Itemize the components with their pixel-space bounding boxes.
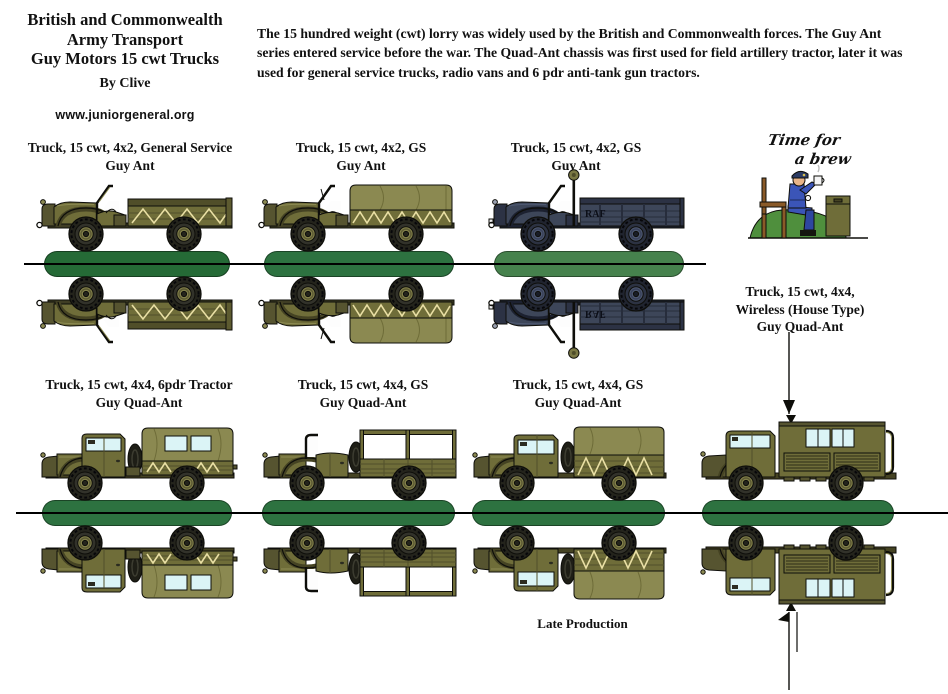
truck-4x2-gs-raf-drawing-mirrored: RAF: [488, 276, 685, 359]
truck-4x2-gs-tilt-drawing-mirrored: [258, 276, 455, 344]
tea-break-cartoon: [748, 164, 868, 239]
truck-4x2-gs-tilt-drawing: [258, 184, 455, 252]
label-truck-r2c2: Truck, 15 cwt, 4x4, GS Guy Quad-Ant: [297, 377, 429, 410]
truck-4x4-6pdr-tractor-drawing: [40, 427, 238, 501]
label-truck-r2c3: Truck, 15 cwt, 4x4, GS Guy Quad-Ant: [512, 377, 644, 410]
title-block: British and Commonwealth Army Transport …: [0, 10, 250, 122]
website-url: www.juniorgeneral.org: [55, 107, 195, 122]
label-truck-r2c1: Truck, 15 cwt, 4x4, 6pdr Tractor Guy Qua…: [45, 377, 233, 410]
fold-line-row1: [24, 263, 706, 265]
label-truck-wireless: Truck, 15 cwt, 4x4, Wireless (House Type…: [735, 284, 865, 334]
fold-line-row2: [16, 512, 948, 514]
raf-marking-text: RAF: [585, 308, 606, 319]
antenna-mast-upper: [783, 332, 795, 414]
page-title-line1: British and Commonwealth: [27, 10, 223, 29]
truck-4x4-gs-late-drawing: [472, 426, 667, 501]
truck-4x2-gs-raf-drawing: RAF: [488, 169, 685, 252]
truck-4x4-wireless-drawing-mirrored: [700, 525, 897, 611]
truck-4x4-6pdr-tractor-drawing-mirrored: [40, 525, 238, 599]
truck-4x2-general-service-drawing-mirrored: [36, 276, 233, 344]
raf-marking-text: RAF: [585, 209, 606, 220]
truck-4x4-wireless-drawing: [700, 415, 897, 501]
label-truck-r1c1: Truck, 15 cwt, 4x2, General Service Guy …: [27, 140, 233, 173]
label-truck-r1c2: Truck, 15 cwt, 4x2, GS Guy Ant: [295, 140, 427, 173]
page-title-line3: Guy Motors 15 cwt Trucks: [30, 49, 220, 68]
truck-4x4-gs-open-drawing: [262, 429, 457, 501]
truck-4x2-general-service-drawing: [36, 184, 233, 252]
late-production-caption: Late Production: [537, 616, 628, 631]
description-paragraph: The 15 hundred weight (cwt) lorry was wi…: [257, 26, 903, 80]
antenna-mast-lower: [778, 612, 798, 690]
byline: By Clive: [99, 75, 151, 91]
truck-4x4-gs-late-drawing-mirrored: [472, 525, 667, 600]
truck-4x4-gs-open-drawing-mirrored: [262, 525, 457, 597]
label-truck-r1c3: Truck, 15 cwt, 4x2, GS Guy Ant: [510, 140, 642, 173]
page-title-line2: Army Transport: [66, 29, 184, 49]
brew-caption-line1: Time for: [766, 131, 842, 149]
